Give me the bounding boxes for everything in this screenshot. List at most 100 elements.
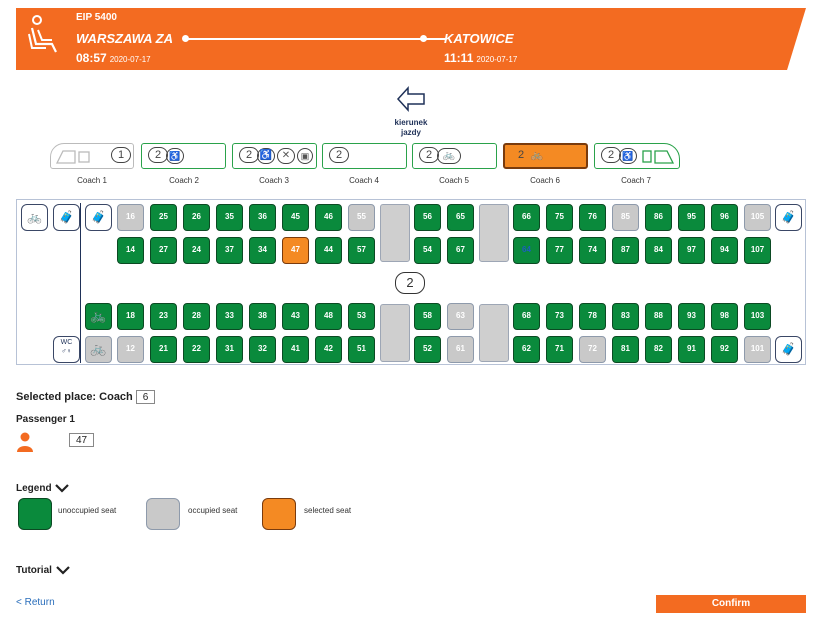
seat-43[interactable]: 43 [282, 303, 309, 330]
chevron-down-icon [55, 566, 70, 575]
selected-place-label: Selected place: Coach [16, 391, 133, 403]
seat-62[interactable]: 62 [513, 336, 540, 363]
luggage-icon: 🧳 [775, 336, 802, 363]
seat-67[interactable]: 67 [447, 237, 474, 264]
seat-68[interactable]: 68 [513, 303, 540, 330]
seat-26[interactable]: 26 [183, 204, 210, 231]
coach-1[interactable]: 1 [50, 143, 134, 169]
seat-54[interactable]: 54 [414, 237, 441, 264]
child-icon: ♿ [619, 148, 637, 164]
seat-48[interactable]: 48 [315, 303, 342, 330]
seat-38[interactable]: 38 [249, 303, 276, 330]
legend-toggle[interactable]: Legend [16, 483, 70, 494]
seat-75[interactable]: 75 [546, 204, 573, 231]
seat-103[interactable]: 103 [744, 303, 771, 330]
coach-5[interactable]: 2 🚲 [412, 143, 497, 169]
seat-56[interactable]: 56 [414, 204, 441, 231]
seat-97[interactable]: 97 [678, 237, 705, 264]
coach-6[interactable]: 2 🚲 [503, 143, 588, 169]
seat-74[interactable]: 74 [579, 237, 606, 264]
bicycle-spot[interactable]: 🚲 [85, 303, 112, 330]
coach-divider [80, 203, 81, 363]
seat-41[interactable]: 41 [282, 336, 309, 363]
seat-31[interactable]: 31 [216, 336, 243, 363]
passenger-label: Passenger 1 [16, 414, 75, 425]
seat-28[interactable]: 28 [183, 303, 210, 330]
seat-91[interactable]: 91 [678, 336, 705, 363]
seat-27[interactable]: 27 [150, 237, 177, 264]
seat-23[interactable]: 23 [150, 303, 177, 330]
seat-35[interactable]: 35 [216, 204, 243, 231]
seat-81[interactable]: 81 [612, 336, 639, 363]
seat-66[interactable]: 66 [513, 204, 540, 231]
coach-6-class: 2 [517, 149, 525, 161]
coach-4[interactable]: 2 [322, 143, 407, 169]
seat-98[interactable]: 98 [711, 303, 738, 330]
seat-53[interactable]: 53 [348, 303, 375, 330]
luggage-icon: 🧳 [53, 204, 80, 231]
seat-18[interactable]: 18 [117, 303, 144, 330]
seat-84[interactable]: 84 [645, 237, 672, 264]
chevron-down-icon [55, 484, 70, 493]
seat-78[interactable]: 78 [579, 303, 606, 330]
confirm-button[interactable]: Confirm [656, 595, 806, 613]
coach-2[interactable]: 2 ♿ [141, 143, 226, 169]
seat-92[interactable]: 92 [711, 336, 738, 363]
legend-selected-swatch [262, 498, 296, 530]
seat-51[interactable]: 51 [348, 336, 375, 363]
seat-52[interactable]: 52 [414, 336, 441, 363]
tutorial-toggle[interactable]: Tutorial [16, 565, 71, 576]
seat-42[interactable]: 42 [315, 336, 342, 363]
coach-7-class: 2 [601, 147, 621, 163]
seat-65[interactable]: 65 [447, 204, 474, 231]
arrival-date: 2020-07-17 [476, 55, 518, 64]
seat-64[interactable]: 64 [513, 237, 540, 264]
legend-title: Legend [16, 483, 52, 494]
seat-24[interactable]: 24 [183, 237, 210, 264]
seat-36[interactable]: 36 [249, 204, 276, 231]
bicycle-icon: 🚲 [21, 204, 48, 231]
route-line [186, 38, 446, 40]
seat-58[interactable]: 58 [414, 303, 441, 330]
seat-34[interactable]: 34 [249, 237, 276, 264]
locomotive-icon [642, 150, 675, 164]
seat-45[interactable]: 45 [282, 204, 309, 231]
seat-88[interactable]: 88 [645, 303, 672, 330]
seat-12: 12 [117, 336, 144, 363]
seat-83[interactable]: 83 [612, 303, 639, 330]
seat-76[interactable]: 76 [579, 204, 606, 231]
bicycle-spot: 🚲 [85, 336, 112, 363]
seat-14[interactable]: 14 [117, 237, 144, 264]
bicycle-icon: 🚲 [437, 148, 461, 164]
seat-94[interactable]: 94 [711, 237, 738, 264]
seat-47[interactable]: 47 [282, 237, 309, 264]
table [380, 304, 410, 362]
seat-96[interactable]: 96 [711, 204, 738, 231]
direction-indicator: kierunek jazdy [386, 86, 436, 137]
seat-57[interactable]: 57 [348, 237, 375, 264]
seat-86[interactable]: 86 [645, 204, 672, 231]
departure-date: 2020-07-17 [109, 55, 151, 64]
seat-73[interactable]: 73 [546, 303, 573, 330]
seat-46[interactable]: 46 [315, 204, 342, 231]
seat-33[interactable]: 33 [216, 303, 243, 330]
coach-3[interactable]: 2 ♿ ✕ ▣ [232, 143, 317, 169]
seat-77[interactable]: 77 [546, 237, 573, 264]
seat-32[interactable]: 32 [249, 336, 276, 363]
seat-87[interactable]: 87 [612, 237, 639, 264]
coach-2-class: 2 [148, 147, 168, 163]
seat-95[interactable]: 95 [678, 204, 705, 231]
seat-93[interactable]: 93 [678, 303, 705, 330]
route-end-dot [420, 35, 427, 42]
seat-82[interactable]: 82 [645, 336, 672, 363]
seat-71[interactable]: 71 [546, 336, 573, 363]
table [479, 204, 509, 262]
seat-21[interactable]: 21 [150, 336, 177, 363]
return-link[interactable]: < Return [16, 597, 55, 608]
seat-37[interactable]: 37 [216, 237, 243, 264]
coach-7[interactable]: 2 ♿ [594, 143, 680, 169]
seat-22[interactable]: 22 [183, 336, 210, 363]
seat-107[interactable]: 107 [744, 237, 771, 264]
seat-44[interactable]: 44 [315, 237, 342, 264]
seat-25[interactable]: 25 [150, 204, 177, 231]
